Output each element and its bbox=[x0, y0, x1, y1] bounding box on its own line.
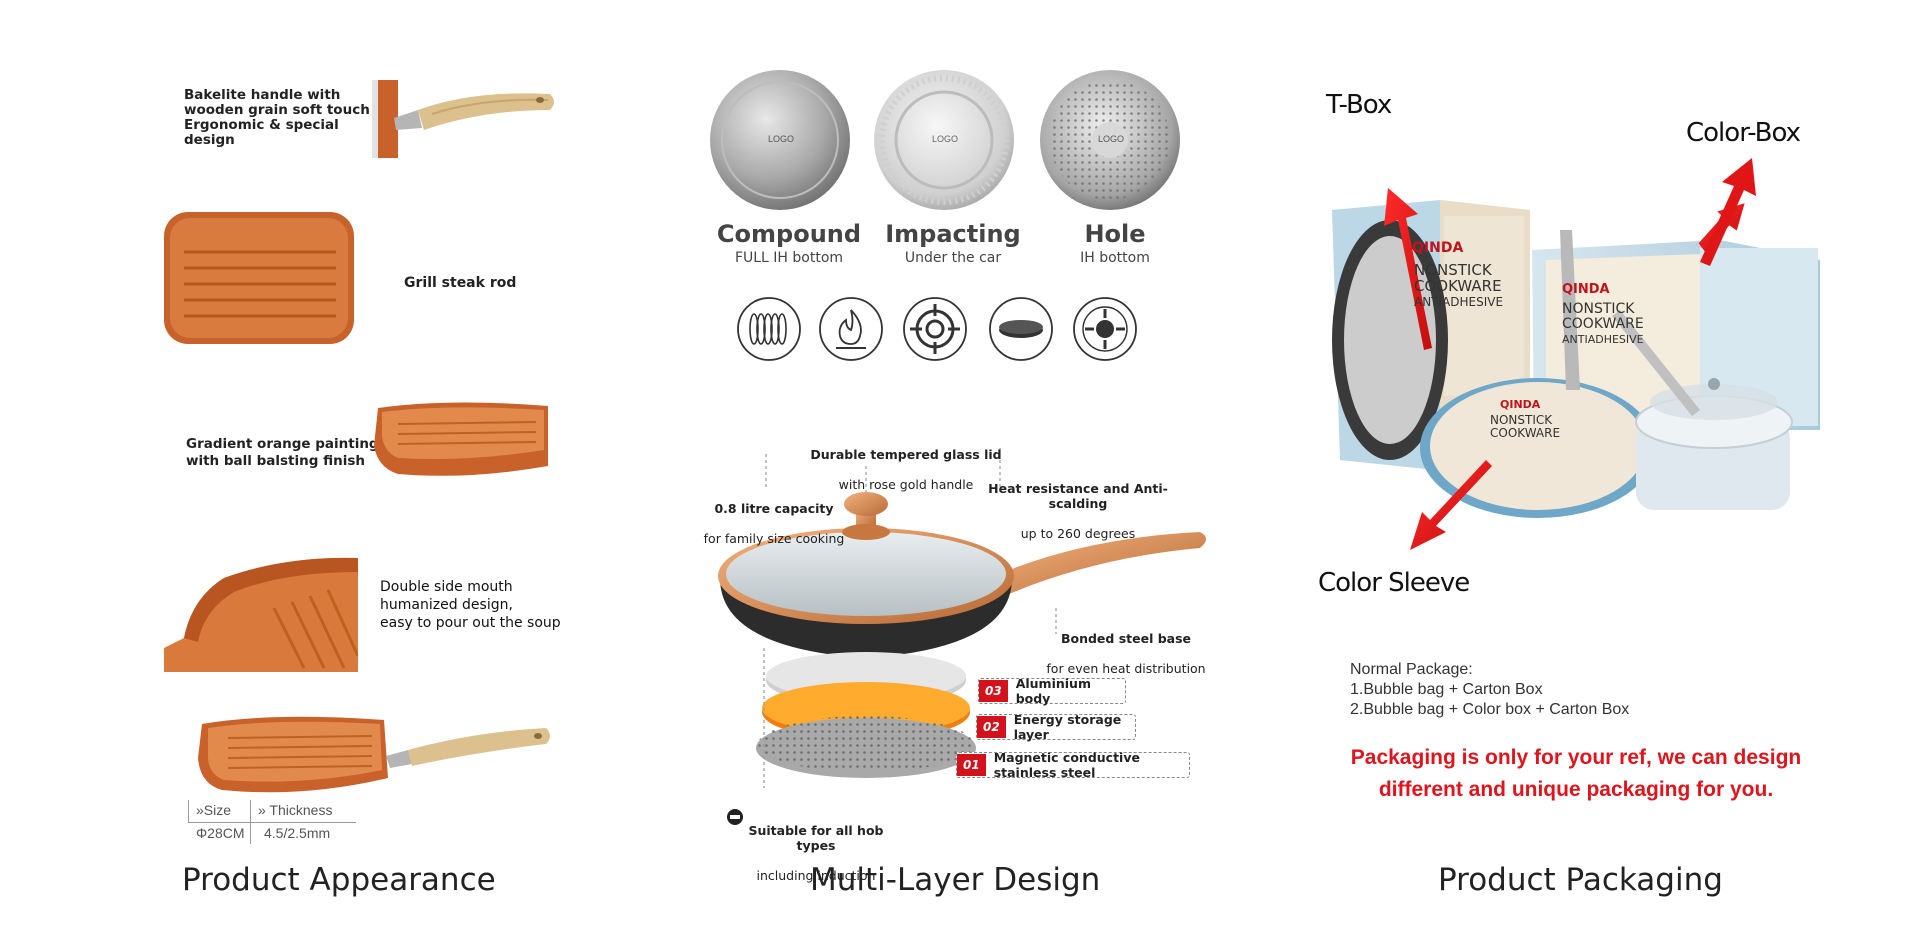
spec-header-row bbox=[188, 800, 356, 823]
layer-num-02: 02 bbox=[977, 716, 1006, 738]
colorbox-brand: QINDA bbox=[1562, 282, 1610, 297]
tbox-line-1: NONSTICK bbox=[1414, 261, 1492, 279]
thickness-label: » Thickness bbox=[258, 802, 333, 818]
logo-text-3: LOGO bbox=[1098, 134, 1125, 144]
bottom-sub-compound: FULL IH bottom bbox=[734, 250, 844, 266]
normal-package-option-1: 1.Bubble bag + Carton Box bbox=[1350, 681, 1543, 698]
colorbox-line-3: ANTIADHESIVE bbox=[1562, 333, 1644, 346]
heat-text: up to 260 degrees bbox=[1020, 526, 1136, 541]
packaging-photo bbox=[1332, 188, 1820, 550]
tbox-label: NONSTICK COOKWARE ANTIADHESIVE bbox=[1414, 262, 1503, 310]
size-value: Φ28CM bbox=[196, 825, 245, 841]
sleeve-line-2: COOKWARE bbox=[1490, 426, 1561, 440]
tbox-line-2: COOKWARE bbox=[1414, 277, 1502, 295]
painting-note: Gradient orange painting with ball balst… bbox=[186, 436, 379, 469]
layer-tag-energy: 02 Energy storage layer bbox=[976, 712, 1136, 742]
layer-label-aluminium: Aluminium body bbox=[1015, 676, 1091, 706]
multilayer-caption: Multi-Layer Design bbox=[810, 862, 1101, 898]
pan-bottoms-image bbox=[710, 70, 1180, 210]
appearance-caption: Product Appearance bbox=[182, 862, 496, 898]
base-text: for even heat distribution bbox=[1046, 661, 1206, 676]
hob-text: including induction bbox=[756, 868, 876, 883]
bottom-title-hole: Hole bbox=[1084, 220, 1146, 248]
colorbox-label-text: Color-Box bbox=[1686, 118, 1801, 148]
handle-note: Bakelite handle with wooden grain soft t… bbox=[184, 87, 370, 148]
disclaimer-line-1: Packaging is only for your ref, we can d… bbox=[1350, 746, 1802, 769]
layer-tag-magnetic: 01 Magnetic conductive stainless steel bbox=[956, 750, 1190, 780]
capacity-note: 0.8 litre capacity for family size cooki… bbox=[694, 486, 854, 546]
size-label: »Size bbox=[196, 802, 232, 818]
heat-bold: Heat resistance and Anti-scalding bbox=[988, 481, 1168, 511]
spec-table: »Size » Thickness Φ28CM 4.5/2.5mm bbox=[188, 800, 356, 844]
tbox-brand: QINDA bbox=[1412, 240, 1464, 256]
colorbox-line-1: NONSTICK bbox=[1562, 301, 1635, 317]
spec-left-border bbox=[188, 800, 189, 822]
glass-lid-text: with rose gold handle bbox=[838, 477, 974, 492]
electric-hob-icon bbox=[1073, 297, 1137, 361]
layered-pan-image bbox=[718, 448, 1206, 788]
pan-side-image bbox=[374, 402, 548, 476]
layer-label-energy: Energy storage layer bbox=[1013, 712, 1122, 742]
normal-package: Normal Package: 1.Bubble bag + Carton Bo… bbox=[1350, 660, 1629, 720]
ceramic-plate-icon bbox=[989, 297, 1053, 361]
mouth-note: Double side mouth humanized design, easy… bbox=[380, 579, 561, 631]
sleeve-label: NONSTICK COOKWARE bbox=[1490, 414, 1560, 440]
layer-num-03: 03 bbox=[979, 680, 1008, 702]
packaging-disclaimer: Packaging is only for your ref, we can d… bbox=[1336, 742, 1816, 806]
heat-note: Heat resistance and Anti-scalding up to … bbox=[968, 466, 1188, 541]
sleeve-brand: QINDA bbox=[1500, 398, 1541, 411]
layer-label-magnetic: Magnetic conductive stainless steel bbox=[993, 750, 1140, 780]
capacity-bold: 0.8 litre capacity bbox=[714, 501, 834, 516]
glass-lid-note: Durable tempered glass lid with rose gol… bbox=[806, 432, 1006, 492]
sleeve-label-text: Color Sleeve bbox=[1318, 568, 1470, 598]
bottom-sub-impacting: Under the car bbox=[904, 250, 1002, 266]
bottom-title-impacting: Impacting bbox=[885, 220, 1021, 248]
layer-num-01: 01 bbox=[957, 754, 986, 776]
hob-note: Suitable for all hob types including ind… bbox=[746, 808, 886, 883]
base-bold: Bonded steel base bbox=[1060, 631, 1192, 646]
hob-bold: Suitable for all hob types bbox=[748, 823, 884, 853]
normal-package-title: Normal Package: bbox=[1350, 661, 1473, 678]
normal-package-option-2: 2.Bubble bag + Color box + Carton Box bbox=[1350, 701, 1630, 718]
spec-divider bbox=[250, 800, 251, 844]
hob-badge-icon bbox=[727, 809, 743, 825]
tbox-line-3: ANTIADHESIVE bbox=[1414, 295, 1504, 309]
base-note: Bonded steel base for even heat distribu… bbox=[1046, 616, 1206, 676]
capacity-text: for family size cooking bbox=[703, 531, 845, 546]
logo-text-2: LOGO bbox=[932, 134, 959, 144]
logo-text-1: LOGO bbox=[768, 134, 795, 144]
grill-note: Grill steak rod bbox=[404, 275, 517, 291]
layer-tag-aluminium: 03 Aluminium body bbox=[978, 676, 1126, 706]
disclaimer-line-2: different and unique packaging for you. bbox=[1378, 778, 1774, 801]
induction-coil-icon bbox=[737, 297, 801, 361]
grill-surface-image bbox=[164, 212, 354, 344]
bottom-sub-hole: IH bottom bbox=[1080, 250, 1150, 266]
bottom-title-compound: Compound bbox=[716, 220, 862, 248]
colorbox-label: NONSTICK COOKWARE ANTIADHESIVE bbox=[1562, 302, 1644, 347]
tbox-label-text: T-Box bbox=[1326, 90, 1392, 120]
full-grill-pan-image bbox=[198, 716, 550, 793]
colorbox-line-2: COOKWARE bbox=[1562, 316, 1644, 332]
handle-image bbox=[372, 80, 554, 158]
gas-burner-icon bbox=[903, 297, 967, 361]
pour-spout-image bbox=[164, 538, 358, 672]
sleeve-line-1: NONSTICK bbox=[1490, 413, 1553, 427]
gas-flame-icon bbox=[819, 297, 883, 361]
glass-lid-bold: Durable tempered glass lid bbox=[810, 447, 1002, 462]
packaging-caption: Product Packaging bbox=[1438, 862, 1723, 898]
colorbox-arrow-icon bbox=[1700, 158, 1756, 266]
thickness-value: 4.5/2.5mm bbox=[264, 825, 331, 841]
